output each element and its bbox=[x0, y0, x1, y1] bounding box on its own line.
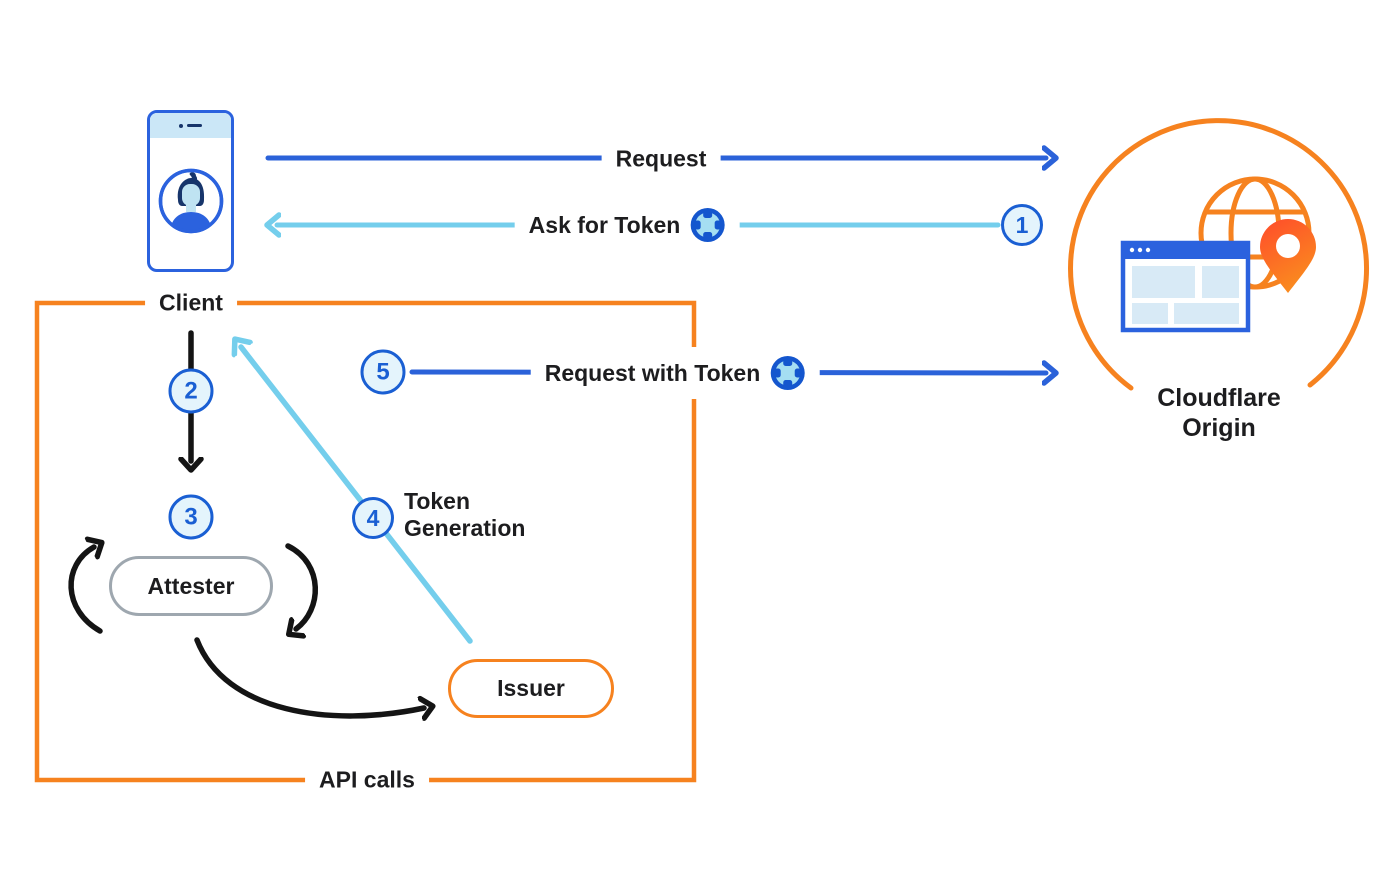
cloudflare-origin-node bbox=[1068, 118, 1370, 391]
client-label-text: Client bbox=[159, 289, 223, 316]
request-label-text: Request bbox=[615, 145, 707, 172]
step-4-badge: 4 bbox=[352, 497, 394, 539]
request-with-token-label-text: Request with Token bbox=[544, 359, 761, 386]
attester-to-issuer-arrow bbox=[194, 637, 424, 716]
issuer-label: Issuer bbox=[497, 675, 565, 701]
attester-cycle-left-arrow bbox=[68, 547, 100, 634]
step-5-number: 5 bbox=[376, 358, 390, 385]
token-icon bbox=[770, 356, 805, 390]
token-generation-label: Token Generation bbox=[404, 488, 525, 542]
api-calls-label: API calls bbox=[305, 760, 429, 800]
token-generation-arrow bbox=[241, 347, 473, 644]
attester-label: Attester bbox=[147, 572, 235, 599]
phone-topbar bbox=[150, 113, 231, 138]
step-1-number: 1 bbox=[1015, 211, 1029, 238]
attester-cycle-right-arrow bbox=[285, 543, 319, 629]
cloudflare-origin-label: Cloudflare Origin bbox=[1157, 383, 1281, 443]
request-with-token-label: Request with Token bbox=[530, 347, 820, 399]
ask-for-token-label: Ask for Token bbox=[514, 199, 740, 251]
client-label: Client bbox=[145, 283, 237, 323]
step-3-number: 3 bbox=[184, 503, 198, 530]
origin-label-line1: Cloudflare bbox=[1157, 384, 1281, 412]
attester-node: Attester bbox=[109, 556, 273, 616]
step-5-badge: 5 bbox=[360, 349, 406, 395]
phone-camera-dot bbox=[179, 123, 183, 128]
issuer-node: Issuer bbox=[448, 659, 614, 718]
token-generation-line2: Generation bbox=[404, 515, 526, 541]
token-generation-line1: Token bbox=[404, 488, 471, 514]
browser-window-icon bbox=[1120, 240, 1251, 333]
user-avatar bbox=[158, 168, 223, 234]
location-pin-icon bbox=[1260, 219, 1316, 293]
step-3-badge: 3 bbox=[168, 494, 214, 540]
request-label: Request bbox=[601, 139, 721, 179]
step-1-badge: 1 bbox=[1001, 204, 1043, 246]
origin-circle bbox=[1068, 118, 1370, 391]
api-calls-label-text: API calls bbox=[319, 766, 415, 793]
step-2-badge: 2 bbox=[168, 368, 214, 414]
phone-speaker-dash bbox=[187, 123, 202, 128]
token-icon bbox=[690, 208, 725, 242]
ask-for-token-label-text: Ask for Token bbox=[528, 211, 681, 238]
origin-label-line2: Origin bbox=[1182, 414, 1256, 442]
client-phone-icon bbox=[147, 110, 234, 272]
step-2-number: 2 bbox=[184, 377, 198, 404]
step-4-number: 4 bbox=[366, 504, 380, 531]
